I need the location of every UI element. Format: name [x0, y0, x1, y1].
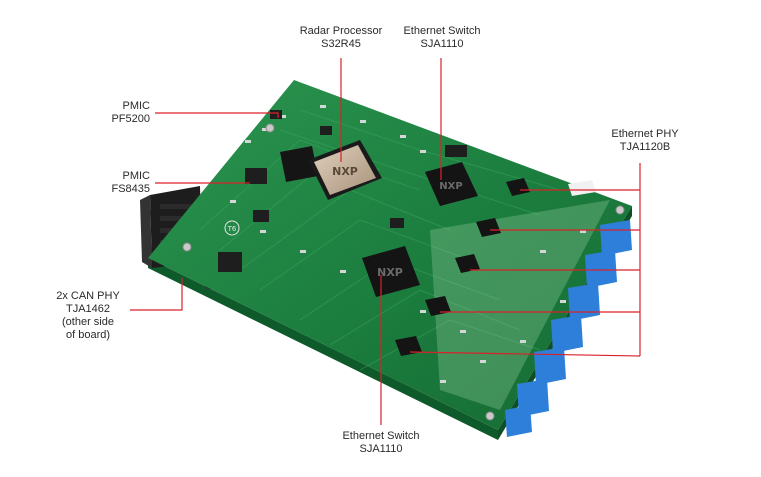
label-pmic-2-line1: PMIC [122, 170, 151, 182]
small-components [230, 105, 586, 383]
mounting-holes [182, 123, 625, 421]
radar-processor-chip: NXP [308, 140, 382, 200]
board-sticker [568, 180, 596, 196]
ethernet-switch-bottom-chip: NXP [362, 246, 420, 297]
label-can-phy-line1: 2x CAN PHY [56, 290, 120, 302]
switch-bottom-logo: NXP [377, 266, 403, 279]
leader-phy-5 [409, 351, 641, 357]
label-can-phy: 2x CAN PHY TJA1462 (other side of board) [48, 290, 128, 342]
label-ethernet-switch-bottom-line2: SJA1110 [359, 443, 403, 455]
label-pmic-1-line2: PF5200 [111, 113, 150, 125]
label-radar-processor: Radar Processor S32R45 [290, 25, 392, 51]
memory-chip [280, 146, 318, 182]
ethernet-phy-chips [395, 178, 530, 356]
switch-top-logo: NXP [439, 181, 462, 192]
label-pmic-2-line2: FS8435 [111, 183, 150, 195]
label-ethernet-switch-top: Ethernet Switch SJA1110 [392, 25, 492, 51]
t6-marker-circle [224, 220, 240, 236]
label-radar-processor-line1: Radar Processor [299, 25, 383, 37]
pcb-edge [148, 258, 498, 440]
processor-logo: NXP [332, 165, 358, 178]
label-pmic-2: PMIC FS8435 [70, 170, 150, 196]
small-chips [218, 110, 467, 272]
leader-pmic-1 [155, 112, 279, 118]
label-can-phy-line2: TJA1462 [65, 303, 111, 315]
label-pmic-1-line1: PMIC [122, 100, 151, 112]
pad-area [430, 200, 610, 410]
leader-can-phy [130, 278, 183, 311]
t6-marker: T6 [227, 225, 237, 233]
label-ethernet-phy-line1: Ethernet PHY [611, 128, 679, 140]
label-ethernet-phy: Ethernet PHY TJA1120B [600, 128, 690, 154]
label-ethernet-switch-top-line2: SJA1110 [420, 38, 464, 50]
label-pmic-1: PMIC PF5200 [70, 100, 150, 126]
leader-lines [130, 58, 641, 425]
label-can-phy-line3: (other side [62, 316, 114, 328]
label-ethernet-phy-line2: TJA1120B [619, 141, 671, 153]
label-radar-processor-line2: S32R45 [321, 38, 361, 50]
label-ethernet-switch-bottom-line1: Ethernet Switch [342, 430, 420, 442]
label-ethernet-switch-top-line1: Ethernet Switch [403, 25, 481, 37]
label-can-phy-line4: of board) [65, 329, 111, 341]
ethernet-switch-top-chip: NXP [425, 162, 478, 206]
label-ethernet-switch-bottom: Ethernet Switch SJA1110 [330, 430, 432, 456]
